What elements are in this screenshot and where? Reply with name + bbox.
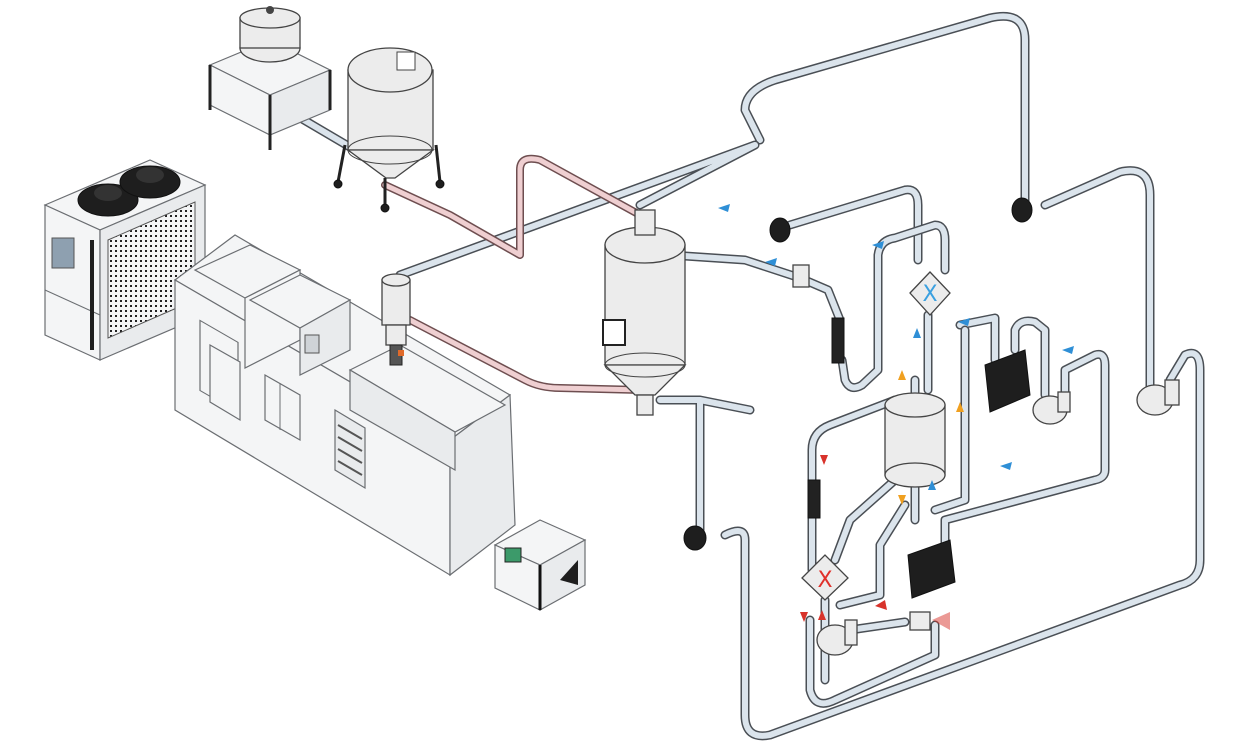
heat-exchanger-red-icon: X bbox=[801, 554, 849, 601]
heat-exchanger-blue-icon: X bbox=[909, 271, 951, 316]
svg-text:X: X bbox=[922, 282, 937, 307]
filter-icon bbox=[792, 264, 931, 631]
storage-tank-icon bbox=[333, 47, 445, 213]
injection-molding-machine-icon bbox=[173, 234, 516, 577]
flow-arrows bbox=[718, 204, 1074, 630]
hot-pipe-network bbox=[381, 154, 644, 394]
heater-icon bbox=[907, 349, 1031, 599]
desiccant-rotor-icon bbox=[884, 392, 946, 488]
material-container-icon bbox=[208, 6, 332, 150]
blower-icon bbox=[683, 197, 1033, 551]
mold-temp-controller-icon bbox=[493, 519, 587, 612]
side-channel-blower-icon bbox=[816, 379, 1180, 656]
drying-hopper-icon bbox=[602, 209, 687, 416]
svg-text:X: X bbox=[817, 568, 832, 593]
chiller-fan-icon bbox=[77, 165, 181, 217]
hopper-loader-icon bbox=[381, 273, 411, 366]
